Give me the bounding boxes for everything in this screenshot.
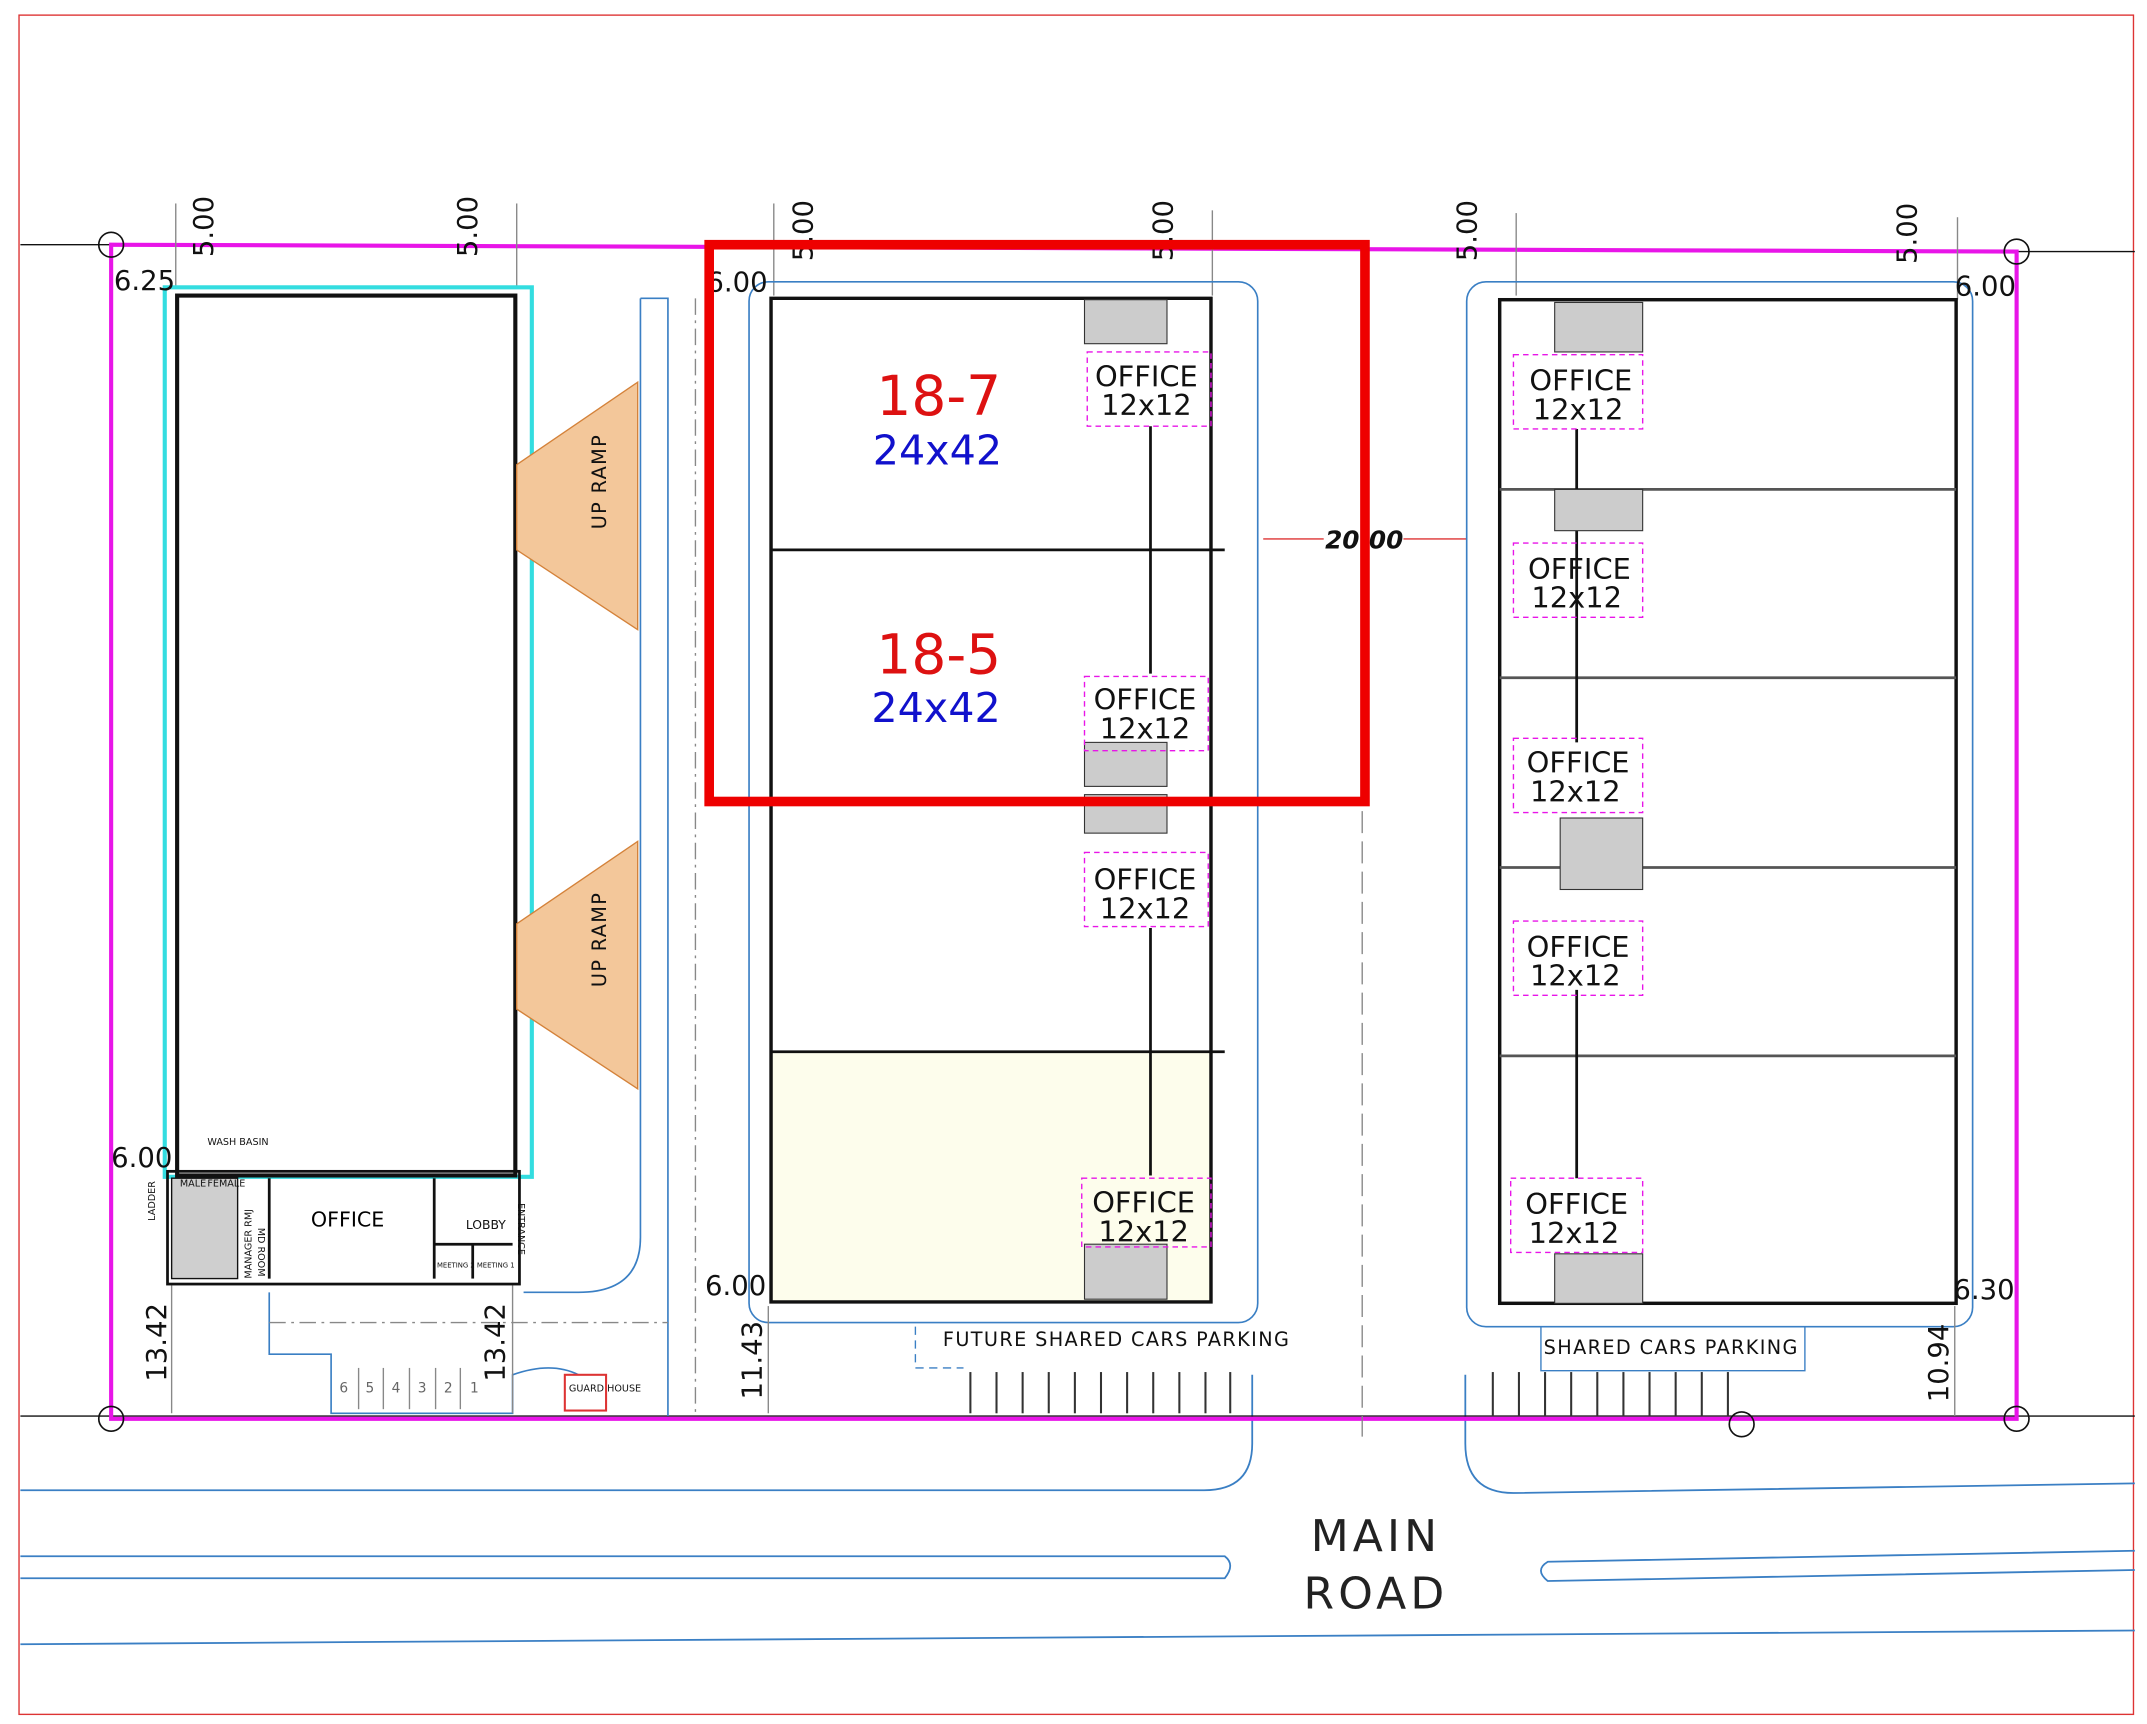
unit-size: 24x42 bbox=[873, 427, 1002, 475]
unit-id: 18-5 bbox=[876, 623, 1001, 687]
shared-parking-label: SHARED CARS PARKING bbox=[1544, 1336, 1799, 1359]
dim-mid-front: 6.00 bbox=[706, 266, 767, 298]
md-room-label: MD ROOM bbox=[255, 1228, 266, 1277]
office-size: 12x12 bbox=[1098, 1214, 1189, 1248]
right-building bbox=[1465, 281, 1974, 1417]
dim-left-rear: 6.00 bbox=[111, 1142, 172, 1174]
meeting-1-label: MEETING 1 bbox=[477, 1262, 515, 1270]
office-label: OFFICE bbox=[1525, 1187, 1628, 1221]
office-label: OFFICE bbox=[1528, 552, 1631, 586]
ramp-upper bbox=[516, 380, 639, 631]
guard-house: GUARD HOUSE bbox=[563, 1373, 641, 1412]
road-label-line1: MAIN bbox=[1311, 1511, 1441, 1562]
office-size: 12x12 bbox=[1530, 775, 1621, 809]
male-label: MALE bbox=[180, 1178, 206, 1189]
highlighted-units-box bbox=[704, 239, 1370, 807]
right-parking-stalls bbox=[1491, 1372, 1729, 1417]
dim-left-front: 6.25 bbox=[114, 265, 175, 297]
dim-left-road: 13.42 bbox=[141, 1303, 173, 1382]
dim-mid-rear: 6.00 bbox=[705, 1270, 766, 1302]
office-label: OFFICE bbox=[1094, 682, 1197, 716]
left-building bbox=[162, 285, 697, 1417]
dim-mid-road: 11.43 bbox=[736, 1321, 768, 1400]
parking-number: 4 bbox=[392, 1381, 401, 1397]
future-parking-label: FUTURE SHARED CARS PARKING bbox=[943, 1328, 1290, 1351]
setback-dim: 5.00 bbox=[452, 196, 484, 257]
main-road bbox=[20, 1374, 2135, 1646]
property-boundary bbox=[109, 242, 2019, 1421]
office-size: 12x12 bbox=[1529, 1216, 1620, 1250]
ramp-label: UP RAMP bbox=[588, 434, 611, 529]
office-label: OFFICE bbox=[311, 1207, 384, 1231]
setback-dim: 5.00 bbox=[787, 200, 819, 261]
meeting-2-label: MEETING 2 bbox=[437, 1262, 475, 1270]
ladder-label: LADDER bbox=[147, 1181, 158, 1221]
parking-number: 1 bbox=[470, 1381, 479, 1397]
setback-dim: 5.00 bbox=[1147, 200, 1179, 261]
female-label: FEMALE bbox=[207, 1178, 245, 1189]
dim-right-road: 10.94 bbox=[1923, 1324, 1955, 1403]
dim-right-front: 6.00 bbox=[1955, 271, 2016, 303]
setback-dim: 5.00 bbox=[1891, 203, 1923, 264]
setback-dim: 5.00 bbox=[1451, 200, 1483, 261]
office-label: OFFICE bbox=[1527, 930, 1630, 964]
entrance-label: ENTRANCE bbox=[515, 1203, 526, 1255]
wash-basin-label: WASH BASIN bbox=[207, 1137, 268, 1148]
office-size: 12x12 bbox=[1531, 581, 1622, 615]
dim-right-rear: 6.30 bbox=[1953, 1274, 2014, 1306]
road-label-line2: ROAD bbox=[1304, 1569, 1449, 1620]
office-size: 12x12 bbox=[1533, 392, 1624, 426]
parking-number: 5 bbox=[365, 1381, 374, 1397]
office-label: OFFICE bbox=[1094, 862, 1197, 896]
office-size: 12x12 bbox=[1101, 388, 1192, 422]
svg-text:GUARD HOUSE: GUARD HOUSE bbox=[569, 1383, 641, 1394]
manager-room-label: MANAGER RMJ bbox=[243, 1209, 254, 1279]
boundary-corner-markers bbox=[97, 231, 2030, 1438]
office-size: 12x12 bbox=[1100, 711, 1191, 745]
unit-id: 18-7 bbox=[876, 364, 1001, 428]
ramp-lower bbox=[516, 840, 639, 1091]
parking-number: 2 bbox=[444, 1381, 453, 1397]
parking-number: 6 bbox=[339, 1381, 348, 1397]
unit-size: 24x42 bbox=[871, 684, 1000, 732]
setback-dim: 5.00 bbox=[188, 196, 220, 257]
left-parking-stalls bbox=[357, 1367, 462, 1410]
drawing-frame bbox=[18, 14, 2135, 1716]
middle-parking-stalls bbox=[969, 1372, 1232, 1414]
office-label: OFFICE bbox=[1092, 1186, 1195, 1220]
dim-left-road: 13.42 bbox=[479, 1303, 511, 1382]
middle-building bbox=[748, 281, 1363, 1437]
office-label: OFFICE bbox=[1529, 363, 1632, 397]
office-size: 12x12 bbox=[1100, 891, 1191, 925]
lobby-label: LOBBY bbox=[466, 1218, 506, 1232]
ramp-label: UP RAMP bbox=[588, 892, 611, 987]
office-size: 12x12 bbox=[1530, 959, 1621, 993]
office-label: OFFICE bbox=[1527, 746, 1630, 780]
office-label: OFFICE bbox=[1095, 359, 1198, 393]
parking-number: 3 bbox=[418, 1381, 427, 1397]
